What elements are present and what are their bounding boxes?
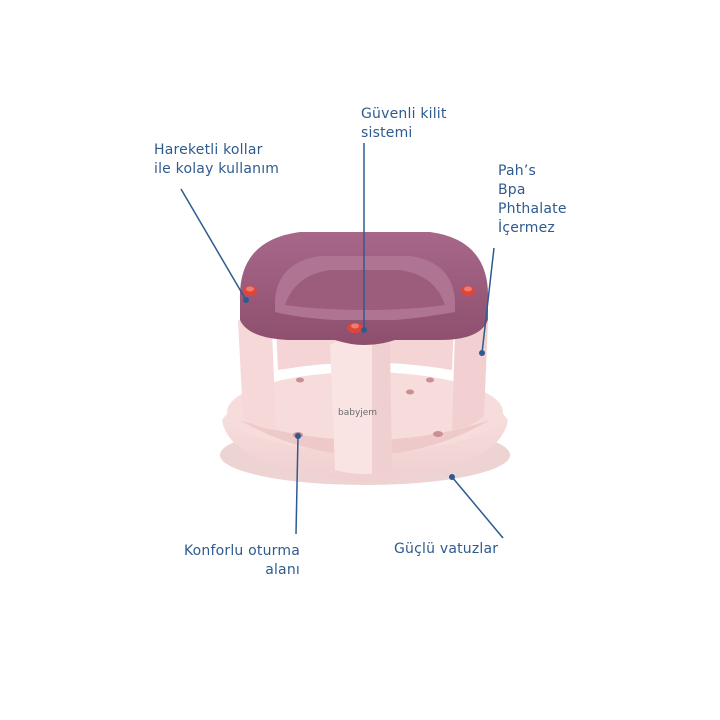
right-leg	[452, 322, 488, 430]
callout-free-line3: Phthalate	[498, 201, 567, 217]
callout-free: Pah’s Bpa Phthalate İçermez	[498, 162, 567, 238]
callout-line-free	[481, 247, 495, 354]
callout-line-arms	[180, 188, 247, 301]
callout-lines	[180, 143, 504, 539]
callout-line-seat	[295, 435, 299, 535]
callout-dots	[243, 297, 485, 480]
callout-lock: Güvenli kilit sistemi	[361, 105, 447, 143]
callout-arms-line2: ile kolay kullanım	[154, 161, 280, 177]
left-leg	[238, 320, 276, 430]
callout-arms-line1: Hareketli kollar	[154, 142, 263, 158]
callout-suction: Güçlü vatuzlar	[394, 540, 498, 559]
callout-seat-line1: Konforlu oturma	[183, 543, 300, 559]
callout-seat-line2: alanı	[265, 562, 300, 578]
callout-lock-line1: Güvenli kilit	[361, 106, 447, 122]
callout-free-line4: İçermez	[498, 220, 555, 236]
brand-logo: babyjem	[338, 408, 377, 418]
callout-line-suction	[451, 476, 504, 539]
callout-lock-line2: sistemi	[361, 125, 413, 141]
callout-arms: Hareketli kollar ile kolay kullanım	[154, 141, 279, 179]
callout-suction-line1: Güçlü vatuzlar	[394, 541, 499, 557]
callout-seat: Konforlu oturma alanı	[174, 542, 300, 580]
lock-buttons	[243, 286, 475, 333]
callout-free-line1: Pah’s	[498, 163, 537, 179]
seat-base	[220, 372, 510, 485]
callout-free-line2: Bpa	[498, 182, 526, 198]
